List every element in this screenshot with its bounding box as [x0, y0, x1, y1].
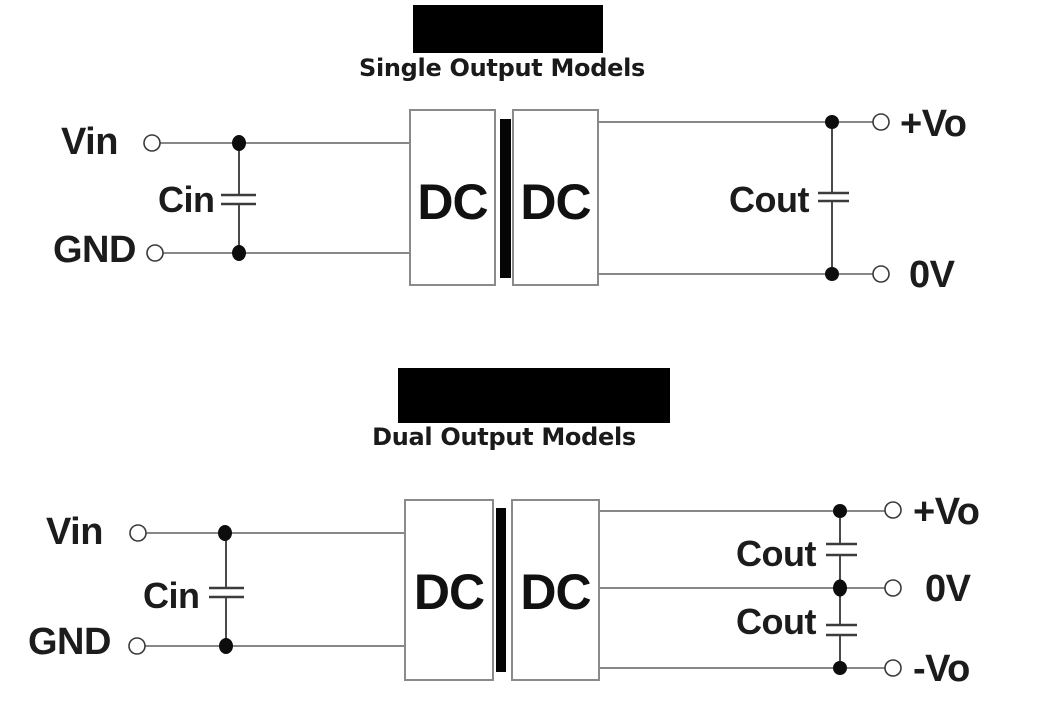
- junction-dot-gnd: [219, 638, 233, 654]
- redacted-model-name-dual: [398, 368, 670, 423]
- label-dc-secondary: DC: [520, 564, 591, 620]
- label-vin: Vin: [61, 121, 118, 163]
- label-cin: Cin: [143, 575, 200, 616]
- junction-dot-vo-pos: [825, 115, 839, 129]
- isolation-bar: [500, 119, 511, 278]
- redacted-model-name-single: [413, 5, 603, 53]
- dcdc-secondary-box: [511, 499, 600, 681]
- dual-output-circuit: [128, 499, 902, 681]
- label-gnd: GND: [53, 229, 136, 271]
- label-cout: Cout: [729, 179, 809, 220]
- label-vin: Vin: [46, 511, 103, 553]
- dcdc-primary-box: [404, 499, 494, 681]
- terminal-circle-gnd: [128, 637, 146, 655]
- terminal-circle-vo-pos: [884, 501, 902, 519]
- terminal-circle-gnd: [146, 244, 164, 262]
- label-zero-v: 0V: [909, 254, 955, 296]
- single-output-circuit: [143, 109, 890, 286]
- label-gnd: GND: [28, 621, 111, 663]
- dcdc-secondary-box: [512, 109, 599, 286]
- terminal-circle-zero-v: [884, 579, 902, 597]
- label-vo-pos: +Vo: [913, 491, 980, 533]
- junction-dot-zero-v: [833, 579, 847, 597]
- label-vo-neg: -Vo: [913, 648, 970, 690]
- terminal-circle-vo-neg: [884, 659, 902, 677]
- junction-dot-vin: [232, 135, 246, 151]
- label-dc-secondary: DC: [520, 174, 591, 230]
- junction-dot-gnd: [232, 245, 246, 261]
- junction-dot-vo-pos: [833, 504, 847, 518]
- junction-dot-vin: [218, 525, 232, 541]
- label-zero-v: 0V: [925, 568, 971, 610]
- label-dc-primary: DC: [417, 174, 488, 230]
- junction-dot-zero-v: [825, 267, 839, 281]
- terminal-circle-vo-pos: [872, 113, 890, 131]
- label-cin: Cin: [158, 179, 215, 220]
- label-vo-pos: +Vo: [900, 103, 967, 145]
- dcdc-primary-box: [409, 109, 496, 286]
- terminal-circle-zero-v: [872, 265, 890, 283]
- terminal-circle-vin: [143, 134, 161, 152]
- label-cout-top: Cout: [736, 533, 816, 574]
- label-cout-bottom: Cout: [736, 601, 816, 642]
- label-dc-primary: DC: [413, 564, 485, 620]
- junction-dot-vo-neg: [833, 661, 847, 675]
- section-title-dual: Dual Output Models: [372, 423, 636, 451]
- terminal-circle-vin: [129, 524, 147, 542]
- isolation-bar: [496, 508, 506, 672]
- section-title-single: Single Output Models: [358, 54, 646, 82]
